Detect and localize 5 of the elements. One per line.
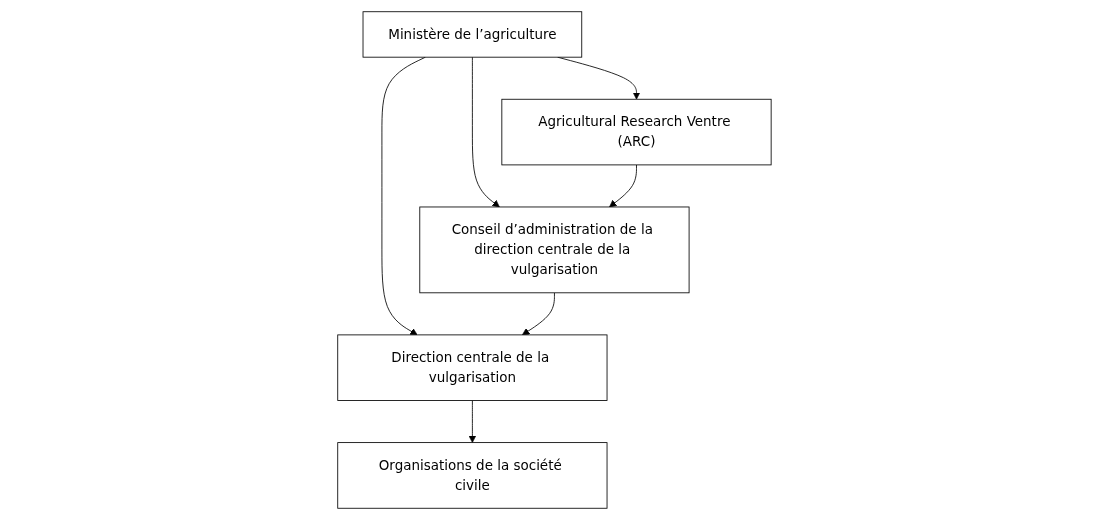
node-box: Conseil d’administration de la direction centrale de la vulgarisation [418, 206, 690, 293]
node-box: Organisations de la société civile [336, 441, 607, 509]
node-box: Direction centrale de la vulgarisation [336, 333, 607, 401]
node-box: Agricultural Research Ventre (ARC) [500, 98, 772, 165]
node-box: Ministère de l’agriculture [362, 10, 582, 58]
